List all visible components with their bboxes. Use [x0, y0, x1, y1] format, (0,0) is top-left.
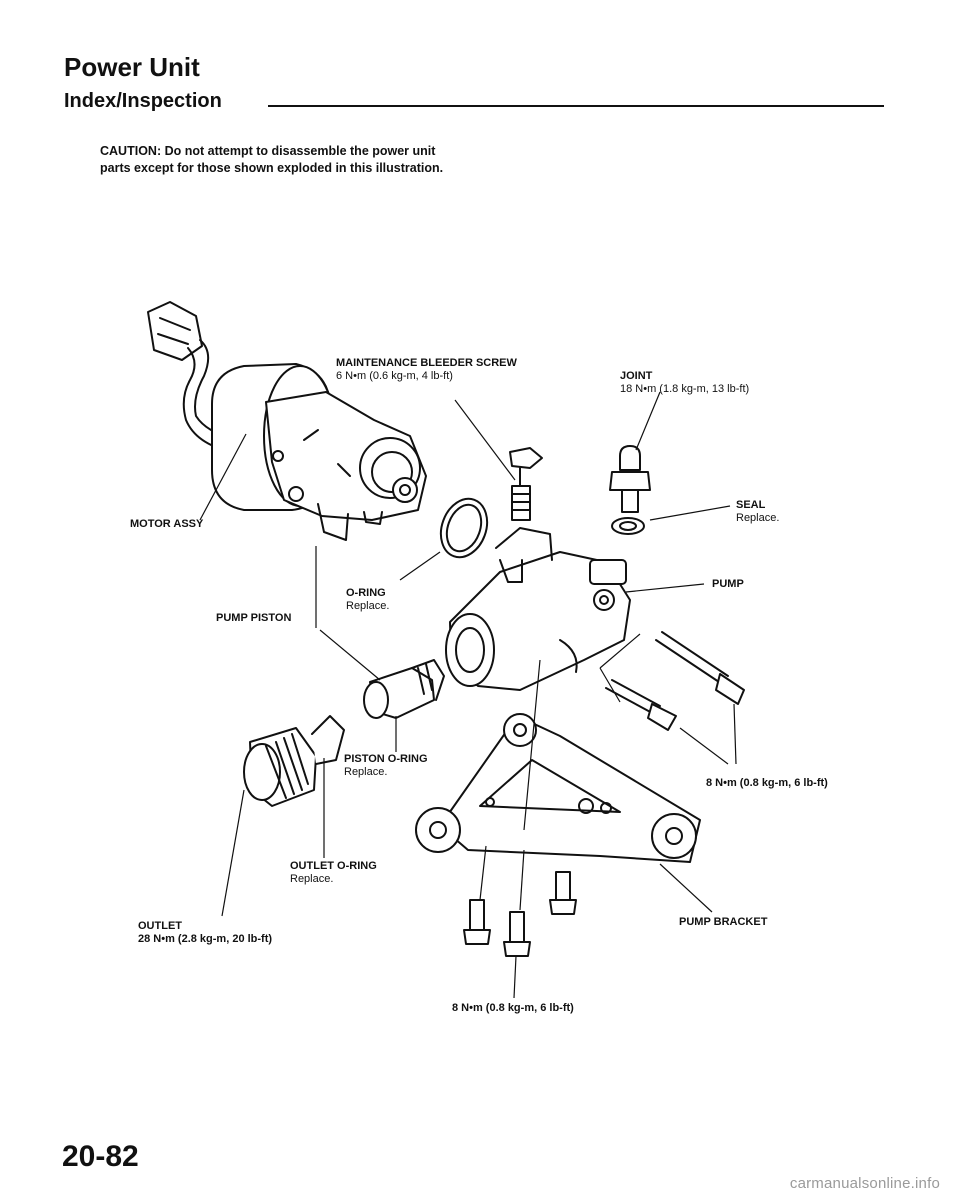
right-bolt-torque-label: 8 N•m (0.8 kg-m, 6 lb-ft)	[706, 777, 828, 789]
outlet-torque: 28 N•m (2.8 kg-m, 20 lb-ft)	[138, 933, 273, 945]
piston-o-ring-name: PISTON O-RING	[344, 753, 428, 765]
header-rule	[268, 105, 884, 107]
joint-label: JOINT 18 N•m (1.8 kg-m, 13 lb-ft)	[620, 370, 749, 396]
motor-assy-label: MOTOR ASSY	[130, 518, 204, 530]
piston-o-ring-note: Replace.	[344, 766, 388, 778]
watermark: carmanualsonline.info	[789, 1175, 940, 1192]
pump-piston-label: PUMP PISTON	[216, 612, 292, 624]
section-subtitle: Index/Inspection	[64, 90, 222, 112]
page-number: 20-82	[62, 1140, 139, 1173]
outlet-o-ring-name: OUTLET O-RING	[290, 860, 377, 872]
o-ring-illustration	[439, 497, 489, 559]
joint-torque: 18 N•m (1.8 kg-m, 13 lb-ft)	[620, 383, 750, 395]
outlet-illustration	[243, 715, 345, 807]
bleeder-screw-name: MAINTENANCE BLEEDER SCREW	[336, 357, 517, 369]
piston-o-ring-label: PISTON O-RING Replace.	[344, 753, 428, 779]
seal-label: SEAL Replace.	[736, 499, 779, 525]
outlet-name: OUTLET	[138, 920, 182, 932]
right-bolts-illustration	[605, 631, 745, 731]
seal-name: SEAL	[736, 499, 766, 511]
seal-illustration	[611, 517, 645, 535]
pump-bracket-illustration	[415, 713, 701, 863]
o-ring-label: O-RING Replace.	[346, 587, 389, 613]
outlet-o-ring-label: OUTLET O-RING Replace.	[290, 860, 377, 886]
bleeder-screw-illustration	[509, 447, 543, 521]
motor-assy-illustration	[211, 363, 427, 541]
pump-piston-illustration	[363, 659, 445, 719]
bleeder-screw-label: MAINTENANCE BLEEDER SCREW 6 N•m (0.6 kg-…	[336, 357, 517, 383]
seal-note: Replace.	[736, 512, 780, 524]
bottom-bolts-illustration	[463, 871, 577, 957]
bottom-bolt-torque-label: 8 N•m (0.8 kg-m, 6 lb-ft)	[452, 1002, 574, 1014]
page-title: Power Unit	[64, 52, 200, 82]
pump-bracket-label: PUMP BRACKET	[679, 916, 768, 928]
pump-label: PUMP	[712, 578, 744, 590]
o-ring-note: Replace.	[346, 600, 390, 612]
bleeder-screw-torque: 6 N•m (0.6 kg-m, 4 lb-ft)	[336, 370, 453, 382]
caution-note: CAUTION: Do not attempt to disassemble t…	[100, 144, 444, 175]
pump-illustration	[445, 527, 631, 691]
outlet-label: OUTLET 28 N•m (2.8 kg-m, 20 lb-ft)	[138, 920, 272, 946]
joint-name: JOINT	[620, 370, 653, 382]
joint-illustration	[609, 445, 651, 513]
outlet-o-ring-note: Replace.	[290, 873, 334, 885]
o-ring-name: O-RING	[346, 587, 386, 599]
